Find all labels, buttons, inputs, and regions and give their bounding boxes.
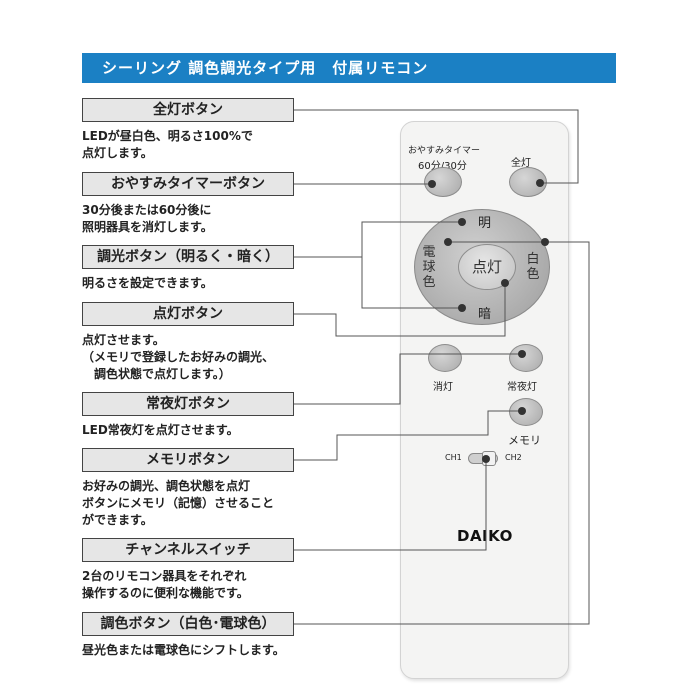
- night-light-button[interactable]: [509, 344, 543, 372]
- ch2-caption: CH2: [505, 453, 522, 462]
- dimmer-button[interactable]: 暗: [478, 307, 492, 322]
- timer-sub-caption: 60分/30分: [418, 157, 467, 172]
- dimmer-label: 調光ボタン（明るく・暗く）: [82, 245, 294, 269]
- timer-caption: おやすみタイマー: [408, 146, 481, 156]
- light-on-desc: 点灯させます。 （メモリで登録したお好みの調光、 調色状態で点灯します。）: [82, 333, 275, 381]
- white-color-button[interactable]: 白色: [526, 252, 540, 282]
- full-caption: 全灯: [511, 158, 531, 169]
- memory-label: メモリボタン: [82, 448, 294, 472]
- memory-desc: お好みの調光、調色状態を点灯 ボタンにメモリ（記憶）させること ができます。: [82, 479, 275, 527]
- sleep-timer-desc: 30分後または60分後に 照明器具を消灯します。: [82, 203, 213, 234]
- night-caption: 常夜灯: [507, 382, 537, 393]
- memory-button[interactable]: [509, 398, 543, 426]
- full-light-label: 全灯ボタン: [82, 98, 294, 122]
- full-light-desc: LEDが昼白色、明るさ100%で 点灯します。: [82, 129, 253, 160]
- night-light-label: 常夜灯ボタン: [82, 392, 294, 416]
- off-caption: 消灯: [433, 382, 453, 393]
- off-button[interactable]: [428, 344, 462, 372]
- channel-switch-desc: 2台のリモコン器具をそれぞれ 操作するのに便利な機能です。: [82, 569, 249, 600]
- page-title: シーリング 調色調光タイプ用 付属リモコン: [82, 53, 616, 83]
- memory-caption: メモリ: [508, 434, 541, 447]
- sleep-timer-label: おやすみタイマーボタン: [82, 172, 294, 196]
- channel-switch-label: チャンネルスイッチ: [82, 538, 294, 562]
- light-on-label: 点灯ボタン: [82, 302, 294, 326]
- dimmer-desc: 明るさを設定できます。: [82, 276, 213, 290]
- warm-color-button[interactable]: 電球色: [422, 245, 436, 290]
- night-light-desc: LED常夜灯を点灯させます。: [82, 423, 239, 437]
- brand-logo: DAIKO: [457, 527, 513, 545]
- ch1-caption: CH1: [445, 453, 462, 462]
- color-tone-desc: 昼光色または電球色にシフトします。: [82, 643, 285, 657]
- brighter-button[interactable]: 明: [478, 216, 492, 231]
- light-on-button[interactable]: 点灯: [458, 244, 516, 290]
- color-tone-label: 調色ボタン（白色･電球色）: [82, 612, 294, 636]
